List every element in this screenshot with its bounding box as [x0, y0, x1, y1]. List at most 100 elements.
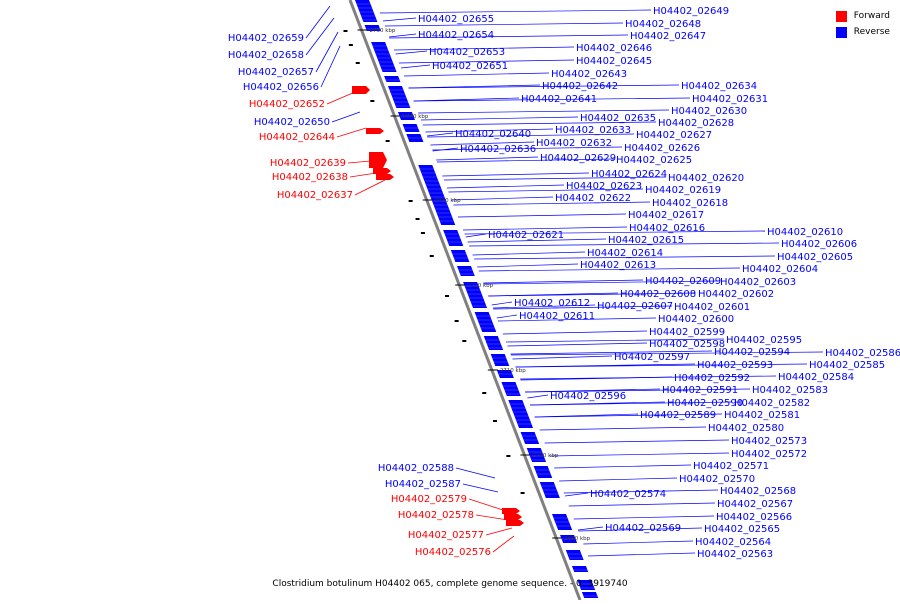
forward-gene-arrow: [352, 86, 370, 94]
leader-line: [485, 527, 513, 536]
gene-features: [343, 0, 599, 598]
leader-line: [442, 172, 590, 177]
strand-legend: Forward Reverse: [835, 8, 890, 40]
feature-mark: [415, 218, 420, 220]
leader-line: [483, 280, 719, 285]
leader-line: [492, 304, 596, 309]
tick-label: 2720 kbp: [467, 283, 493, 289]
leader-line: [455, 467, 496, 479]
tick-label: 2740 kbp: [402, 114, 428, 120]
gene-label-right: H04402_02640: [455, 129, 531, 140]
feature-mark: [385, 140, 390, 142]
gene-label-right: H04402_02631: [692, 94, 768, 105]
leader-line: [394, 46, 575, 51]
leader-line: [544, 439, 730, 444]
forward-gene-arrow: [369, 152, 387, 168]
reverse-gene-block: [581, 592, 599, 598]
gene-label-right: H04402_02627: [636, 130, 712, 141]
leader-line: [458, 213, 627, 218]
gene-label-right: H04402_02655: [418, 14, 494, 25]
reverse-gene-block: [456, 266, 475, 276]
gene-label-left: H04402_02650: [254, 117, 330, 128]
reverse-gene-block: [387, 86, 411, 108]
legend-item-forward: Forward: [835, 8, 890, 24]
leader-line: [384, 22, 624, 27]
gene-label-right: H04402_02590: [667, 398, 743, 409]
leader-line: [568, 502, 716, 507]
reverse-gene-block: [483, 336, 504, 350]
reverse-gene-block: [355, 0, 378, 22]
gene-label-left: H04402_02638: [272, 172, 348, 183]
forward-gene-arrow: [502, 508, 520, 514]
reverse-gene-block: [501, 382, 521, 396]
gene-label-right: H04402_02596: [550, 391, 626, 402]
leader-line: [305, 17, 335, 56]
leader-line: [573, 515, 715, 520]
leader-line: [520, 375, 777, 380]
leader-line: [530, 401, 733, 406]
gene-label-right: H04402_02600: [658, 314, 734, 325]
leader-line: [475, 514, 509, 521]
gene-label-left: H04402_02657: [238, 67, 314, 78]
gene-label-right: H04402_02641: [521, 94, 597, 105]
reverse-gene-block: [474, 312, 497, 332]
feature-mark: [348, 44, 353, 46]
leader-line: [446, 184, 565, 189]
gene-label-right: H04402_02592: [674, 373, 750, 384]
feature-mark: [355, 62, 360, 64]
gene-label-left: H04402_02576: [415, 547, 491, 558]
gene-label-left: H04402_02588: [378, 463, 454, 474]
gene-label-right: H04402_02572: [731, 449, 807, 460]
gene-label-right: H04402_02617: [628, 210, 704, 221]
gene-label-right: H04402_02607: [597, 301, 673, 312]
leader-line: [451, 196, 554, 201]
gene-label-right: H04402_02618: [652, 198, 728, 209]
leader-line: [464, 230, 766, 235]
gene-label-right: H04402_02605: [777, 252, 853, 263]
gene-label-right: H04402_02601: [674, 302, 750, 313]
leader-line: [465, 233, 487, 238]
leader-line: [408, 84, 680, 89]
gene-label-right: H04402_02620: [668, 173, 744, 184]
feature-mark: [520, 492, 525, 494]
gene-label-right: H04402_02630: [671, 106, 747, 117]
forward-gene-arrow: [373, 168, 391, 174]
leader-line: [563, 489, 719, 494]
reverse-gene-block: [571, 566, 589, 572]
gene-label-right: H04402_02616: [629, 223, 705, 234]
leader-line: [496, 314, 518, 319]
leader-line: [525, 388, 751, 393]
leader-line: [515, 363, 808, 368]
legend-item-reverse: Reverse: [835, 24, 890, 40]
gene-label-right: H04402_02563: [697, 549, 773, 560]
leader-line: [315, 31, 339, 73]
gene-label-right: H04402_02566: [716, 512, 792, 523]
feature-mark: [482, 392, 487, 394]
gene-label-right: H04402_02584: [778, 372, 854, 383]
gene-label-right: H04402_02625: [616, 155, 692, 166]
leader-line: [413, 97, 691, 102]
map-caption: Clostridium botulinum H04402 065, comple…: [272, 579, 628, 589]
feature-mark: [420, 232, 425, 234]
gene-label-right: H04402_02654: [418, 30, 494, 41]
reverse-gene-block: [364, 25, 381, 31]
leader-line: [430, 141, 535, 146]
gene-label-right: H04402_02589: [640, 410, 716, 421]
tick-label: 2730 kbp: [435, 198, 461, 204]
gene-label-right: H04402_02626: [624, 143, 700, 154]
reverse-gene-block: [384, 76, 401, 82]
leader-line: [512, 355, 613, 360]
gene-label-left: H04402_02656: [243, 82, 319, 93]
forward-swatch: [835, 10, 847, 22]
gene-label-left: H04402_02644: [259, 132, 335, 143]
gene-labels: H04402_02659H04402_02658H04402_02657H044…: [228, 6, 900, 560]
gene-label-left: H04402_02658: [228, 50, 304, 61]
leader-line: [389, 34, 629, 39]
gene-label-right: H04402_02571: [693, 461, 769, 472]
gene-label-right: H04402_02603: [720, 277, 796, 288]
leader-line: [388, 33, 417, 38]
leader-line: [467, 238, 607, 243]
gene-label-right: H04402_02615: [608, 235, 684, 246]
leader-line: [468, 498, 507, 512]
